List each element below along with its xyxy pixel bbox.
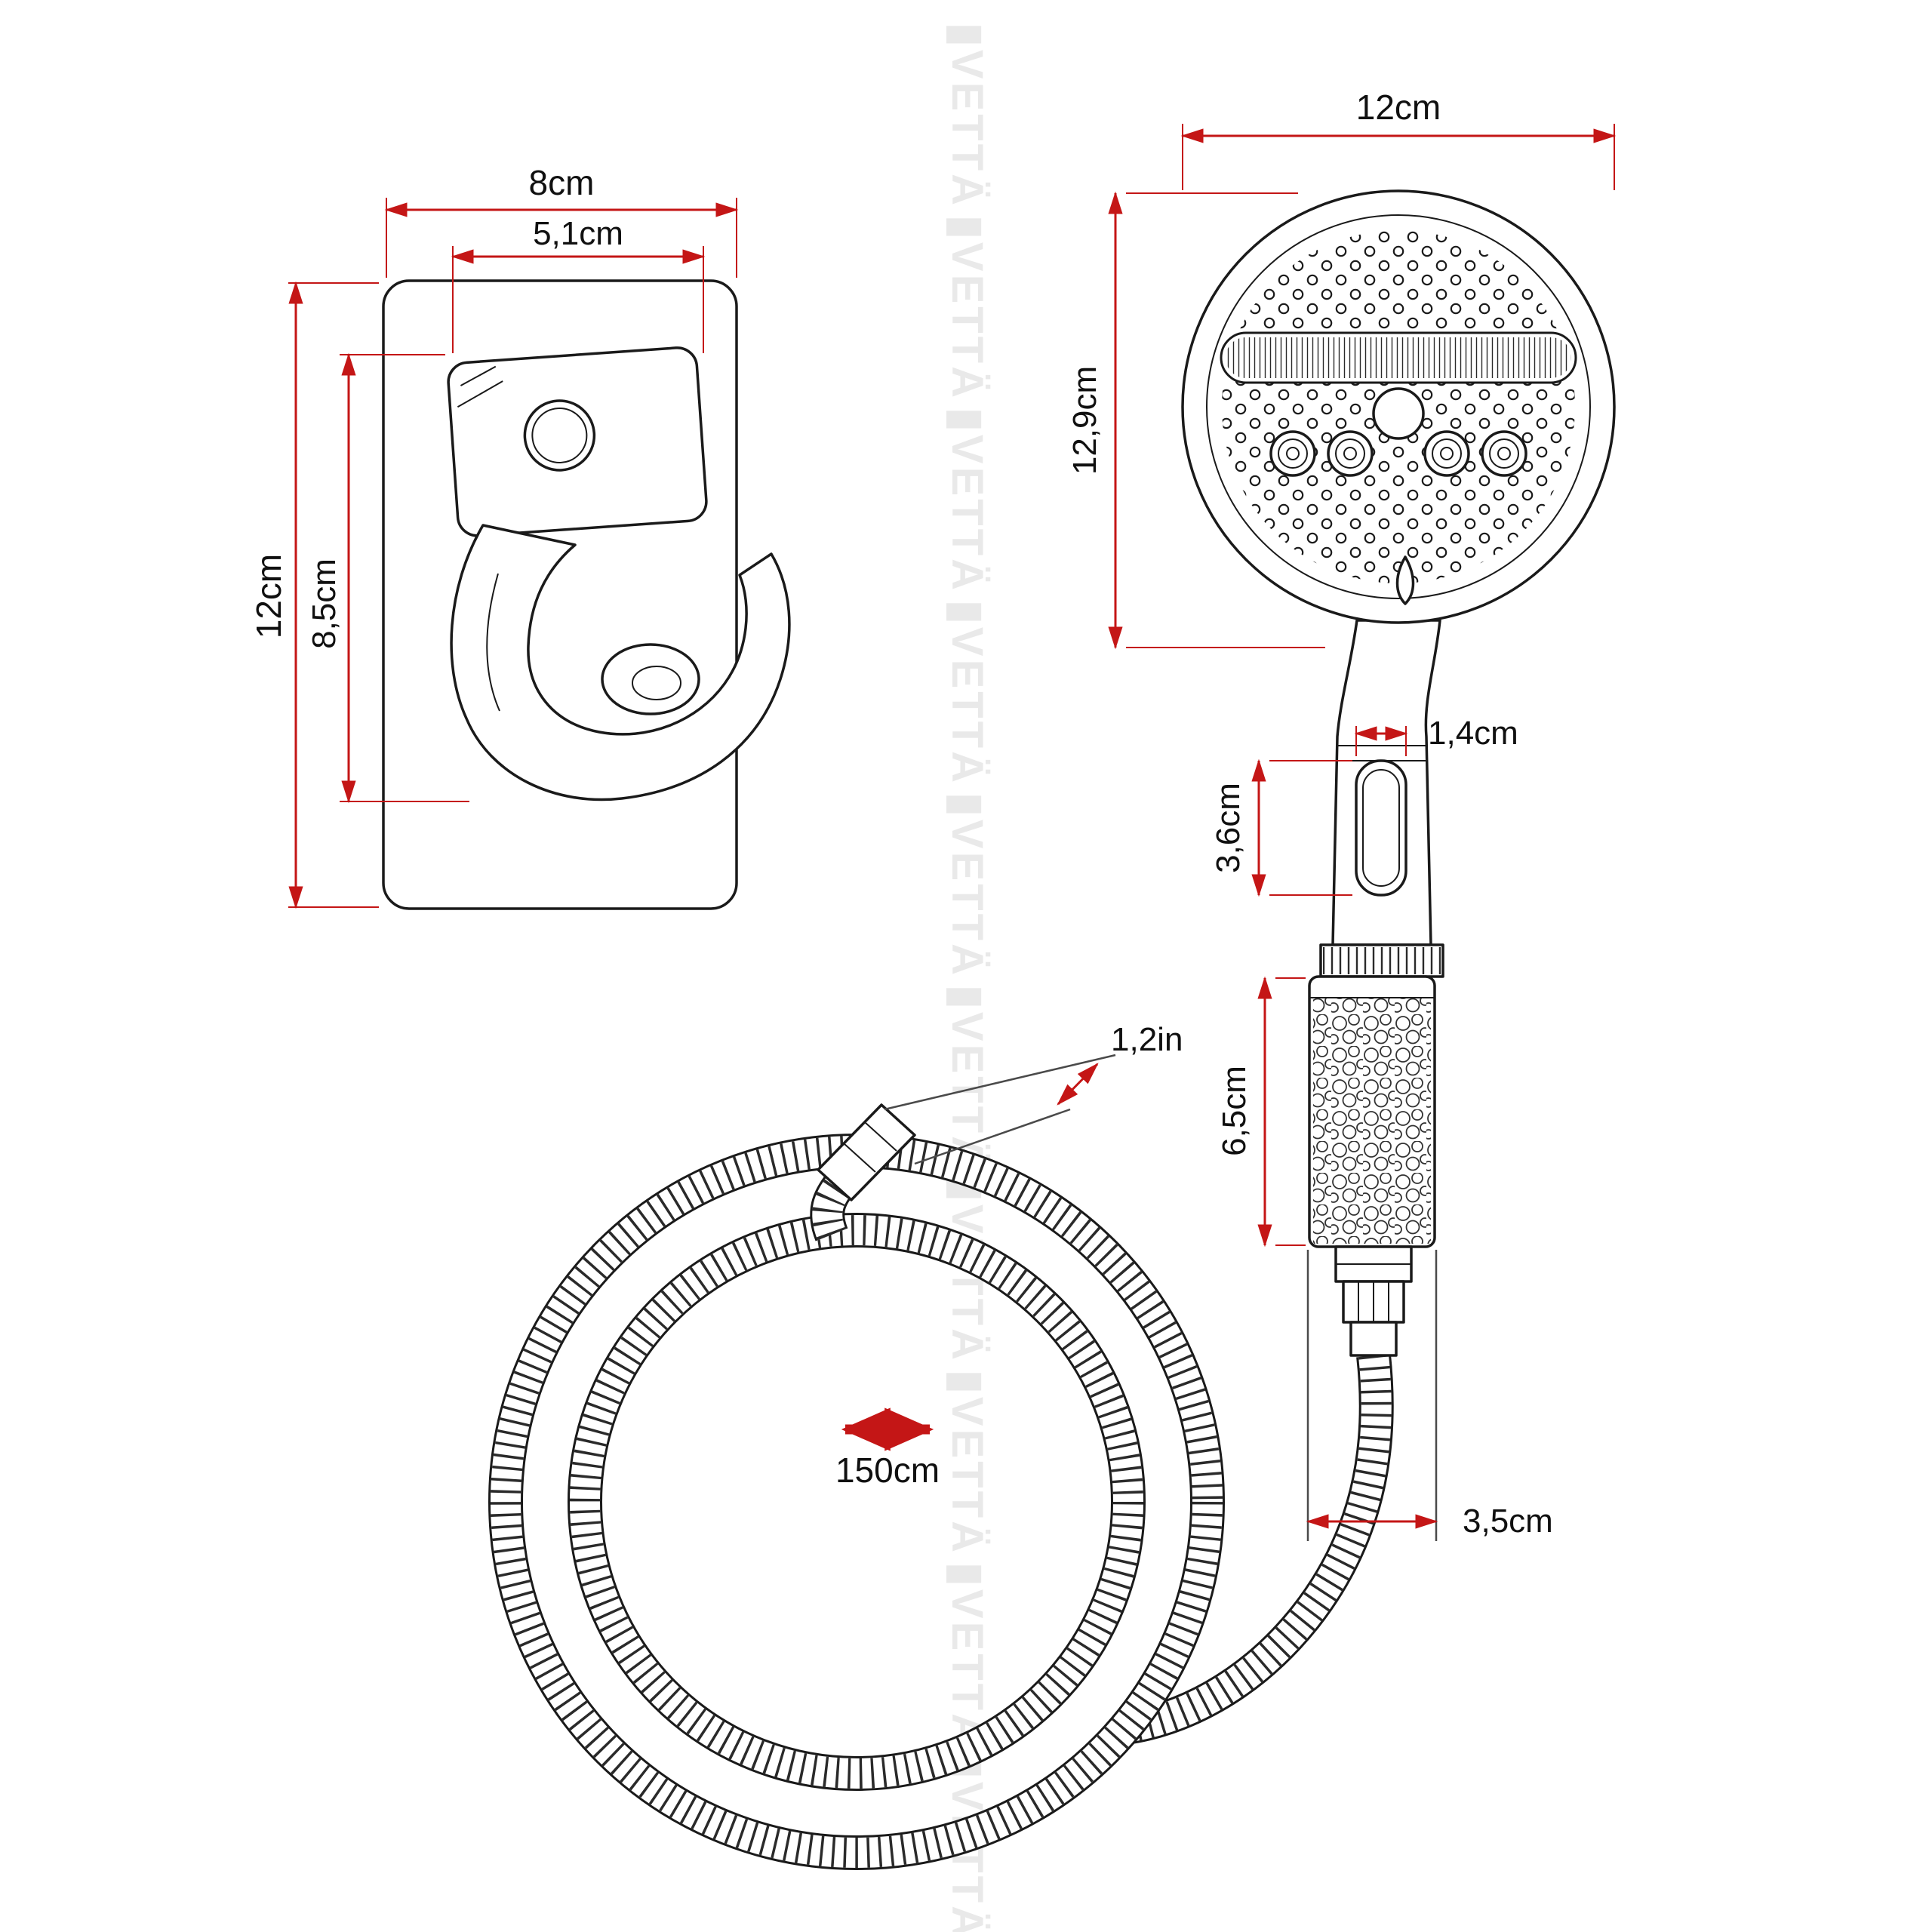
shower-head-face [1181,189,1616,624]
center-cap [1372,387,1425,440]
dim-head-height: 12,9cm [1066,191,1325,650]
holder-hook-arm [450,524,791,801]
shower-collar [1319,943,1444,978]
dim-holder-outer-height: 12cm [249,281,379,909]
dim-base-width: 3,5cm [1306,1250,1553,1541]
dim-button-width: 1,4cm [1354,715,1518,756]
watermark-text: ▮VETTÄ [943,215,992,401]
holder-inner-width-label: 5,1cm [533,215,623,252]
hose-length-label: 150cm [835,1451,940,1490]
watermark-text: ▮VETTÄ [943,1370,992,1555]
holder-cradle-opening [601,643,700,715]
massage-nozzles [1269,430,1527,477]
button-width-label: 1,4cm [1428,715,1518,752]
hose-free-end [810,1103,916,1241]
watermark-text: ▮VETTÄ [943,408,992,593]
holder-mount-block [447,346,708,537]
head-width-label: 12cm [1356,88,1441,127]
watermark-text: ▮VETTÄ [943,23,992,208]
dim-holder-inner-width: 5,1cm [451,215,706,353]
hose-drawing: 1,2in 150cm [488,1021,1394,1870]
hose-inner-loop [568,1213,1146,1791]
dim-filter-height: 6,5cm [1216,976,1306,1247]
dim-holder-outer-width: 8cm [384,163,739,278]
holder-outer-height-label: 12cm [249,554,288,638]
selector-pointer [1395,555,1415,605]
filter-height-label: 6,5cm [1216,1066,1253,1156]
watermark-text: ▮VETTÄ [943,1562,992,1748]
shower-filter-body [1308,975,1436,1248]
watermark-text: ▮VETTÄ [943,600,992,786]
button-height-label: 3,6cm [1210,783,1247,873]
dim-hose-connector: 1,2in [884,1021,1183,1165]
dim-holder-inner-height: 8,5cm [306,352,469,804]
watermark-column: ▮VETTÄ ▮VETTÄ ▮VETTÄ ▮VETTÄ ▮VETTÄ ▮VETT… [943,23,992,1932]
holder-inner-height-label: 8,5cm [306,558,343,649]
hose-connector-size-label: 1,2in [1111,1021,1183,1058]
dim-button-height: 3,6cm [1210,758,1352,897]
head-height-label: 12,9cm [1066,366,1103,475]
shower-mode-button [1355,759,1407,897]
hose-tail-to-shower [1122,1353,1394,1745]
dim-hose-length: 150cm [835,1407,940,1490]
holder-drawing: 8cm 5,1cm 12cm 8,5cm [249,163,791,910]
hose-outer-loop [488,1134,1225,1870]
base-width-label: 3,5cm [1463,1503,1553,1540]
watermark-text: ▮VETTÄ [943,792,992,978]
holder-outer-width-label: 8cm [529,163,595,202]
watermark-text: ▮VETTÄ [943,985,992,1171]
shower-hose-connector [1334,1245,1413,1357]
hose-connector-cone [817,1103,916,1201]
dim-head-width: 12cm [1180,88,1617,190]
shower-drawing: 12cm 12,9cm 1,4cm 3,6cm 6,5cm [1066,88,1617,1541]
